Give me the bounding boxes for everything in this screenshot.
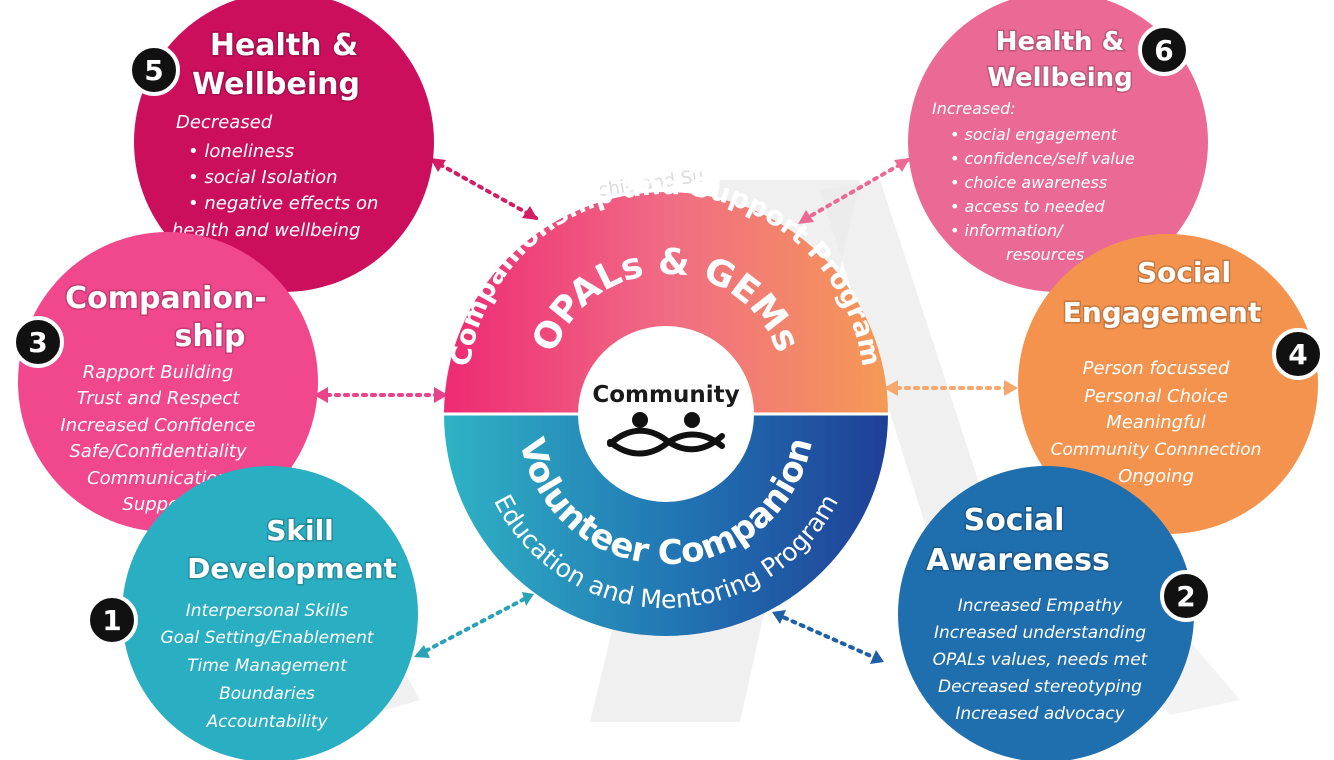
community-hub [578,326,754,502]
number-badge-1: 1 [86,594,138,646]
body-line: Safe/Confidentiality [69,441,247,462]
body-line: Increased Empathy [958,596,1123,616]
svg-text:2: 2 [1176,580,1195,613]
body-line: Rapport Building [83,362,234,383]
arrow-health6 [798,158,910,224]
body-line: Meaningful [1106,412,1206,433]
body-line: health and wellbeing [172,220,360,241]
arrow-skill [416,594,532,657]
title-line-2: Awareness [926,543,1110,578]
title-line-1: Social [964,503,1065,538]
social-engagement-circle: Social Engagement Person focussed Person… [1018,234,1318,534]
body-line: Ongoing [1118,466,1194,487]
ring-top-half [444,192,888,414]
title-line-1: Skill [266,514,334,547]
number-badge-6: 6 [1138,24,1190,76]
body-line: Person focussed [1083,358,1230,379]
central-program-ring: Companionship and Support Program OPALs … [444,170,888,636]
body-line: Communication [87,468,229,489]
number-badge-2: 2 [1160,570,1212,622]
arrow-health5 [430,158,538,220]
skill-development-circle: Skill Development Interpersonal Skills G… [122,466,418,760]
connector-arrows [314,158,1018,664]
title-line-2: Engagement [1063,296,1262,329]
body-line: • social Isolation [188,167,338,188]
body-line: • choice awareness [950,173,1107,192]
body-line: Accountability [205,712,328,732]
number-badge-4: 4 [1272,328,1324,380]
svg-text:6: 6 [1154,34,1173,67]
body-line: Community Connnection [1051,440,1262,460]
social-awareness-circle: Social Awareness Increased Empathy Incre… [898,466,1194,760]
svg-text:4: 4 [1288,338,1307,371]
body-line: resources [1006,245,1084,264]
title-line-2: Wellbeing [987,63,1133,93]
body-line: Personal Choice [1084,386,1228,407]
body-line: Time Management [187,656,348,676]
title-line-2: ship [175,319,246,354]
ring-bottom-half [444,414,888,636]
body-line: OPALs values, needs met [933,650,1149,670]
title-line-1: Companion- [65,281,267,316]
body-line: Goal Setting/Enablement [160,628,374,648]
body-line: • confidence/self value [950,149,1135,168]
svg-text:3: 3 [28,326,47,359]
body-line: Decreased [176,112,273,133]
title-line-1: Health & [996,27,1125,57]
community-logo-icon [607,412,725,457]
body-line: Increased advocacy [955,704,1125,724]
body-line: Increased Confidence [60,415,255,436]
arrow-social-awareness [774,612,882,662]
body-line: Decreased stereotyping [938,677,1142,697]
title-line-1: Social [1137,256,1231,289]
health-wellbeing-increased-circle: Health & Wellbeing Increased: • social e… [908,0,1208,292]
body-line: Interpersonal Skills [186,601,349,621]
number-badge-5: 5 [128,44,180,96]
body-line: • information/ [950,221,1064,240]
health-wellbeing-decreased-circle: Health & Wellbeing Decreased • lonelines… [134,0,434,292]
svg-text:5: 5 [144,54,163,87]
title-line-1: Health & [210,28,358,63]
body-line: Increased: [932,99,1016,118]
body-line: • access to needed [950,197,1106,216]
body-line: • social engagement [950,125,1118,144]
community-label: Community [592,382,739,408]
companionship-circle: Companion- ship Rapport Building Trust a… [18,232,318,532]
svg-text:1: 1 [102,604,121,637]
body-line: • loneliness [188,141,294,162]
body-line: Trust and Respect [77,388,241,409]
body-line: • negative effects on [188,193,378,214]
body-line: Boundaries [219,684,315,704]
number-badge-3: 3 [12,316,64,368]
body-line: Increased understanding [934,623,1146,643]
title-line-2: Development [187,552,397,585]
title-line-2: Wellbeing [192,67,360,102]
